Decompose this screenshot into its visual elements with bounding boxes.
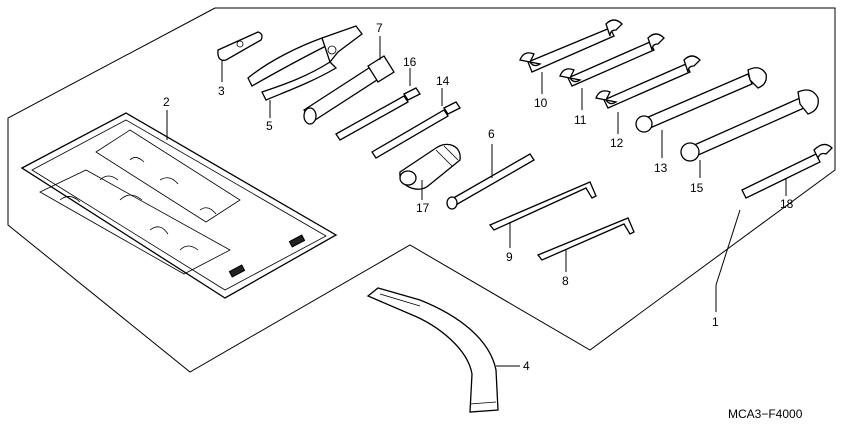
callout-11: 11 xyxy=(574,113,587,127)
callout-4: 4 xyxy=(523,359,530,373)
open-wrench-12 xyxy=(595,55,701,134)
diagram-code: MCA3−F4000 xyxy=(728,407,803,421)
screwdriver-14 xyxy=(371,88,461,159)
callout-9: 9 xyxy=(506,250,513,264)
strap xyxy=(366,287,520,413)
callout-14: 14 xyxy=(436,74,450,88)
spanner-18 xyxy=(741,143,833,199)
callout-18: 18 xyxy=(780,197,794,211)
screwdriver-16 xyxy=(335,68,421,141)
callout-5: 5 xyxy=(266,119,273,133)
extension-bar xyxy=(446,144,535,210)
callout-8: 8 xyxy=(562,274,569,288)
callout-12: 12 xyxy=(610,136,624,150)
socket-wrench xyxy=(303,36,395,125)
hex-key-8 xyxy=(536,217,635,272)
pliers xyxy=(247,25,363,118)
callout-2: 2 xyxy=(163,95,170,109)
screwdriver-handle xyxy=(399,143,461,200)
tool-bag xyxy=(20,110,338,299)
group-boundary xyxy=(7,7,836,373)
callout-15: 15 xyxy=(690,181,704,195)
callout-16: 16 xyxy=(403,55,417,69)
leader-1b xyxy=(715,209,741,286)
hex-key-9 xyxy=(488,181,597,248)
callout-17: 17 xyxy=(416,201,430,215)
callout-6: 6 xyxy=(488,127,495,141)
callout-7: 7 xyxy=(376,21,383,35)
open-wrench-10 xyxy=(519,19,623,94)
callout-13: 13 xyxy=(654,161,668,175)
callout-1: 1 xyxy=(712,315,719,329)
spacer-part xyxy=(217,31,263,82)
combination-wrench-13 xyxy=(635,67,767,158)
open-wrench-11 xyxy=(559,33,665,110)
callout-10: 10 xyxy=(534,96,548,110)
callout-3: 3 xyxy=(218,84,225,98)
combination-wrench-15 xyxy=(680,89,819,178)
